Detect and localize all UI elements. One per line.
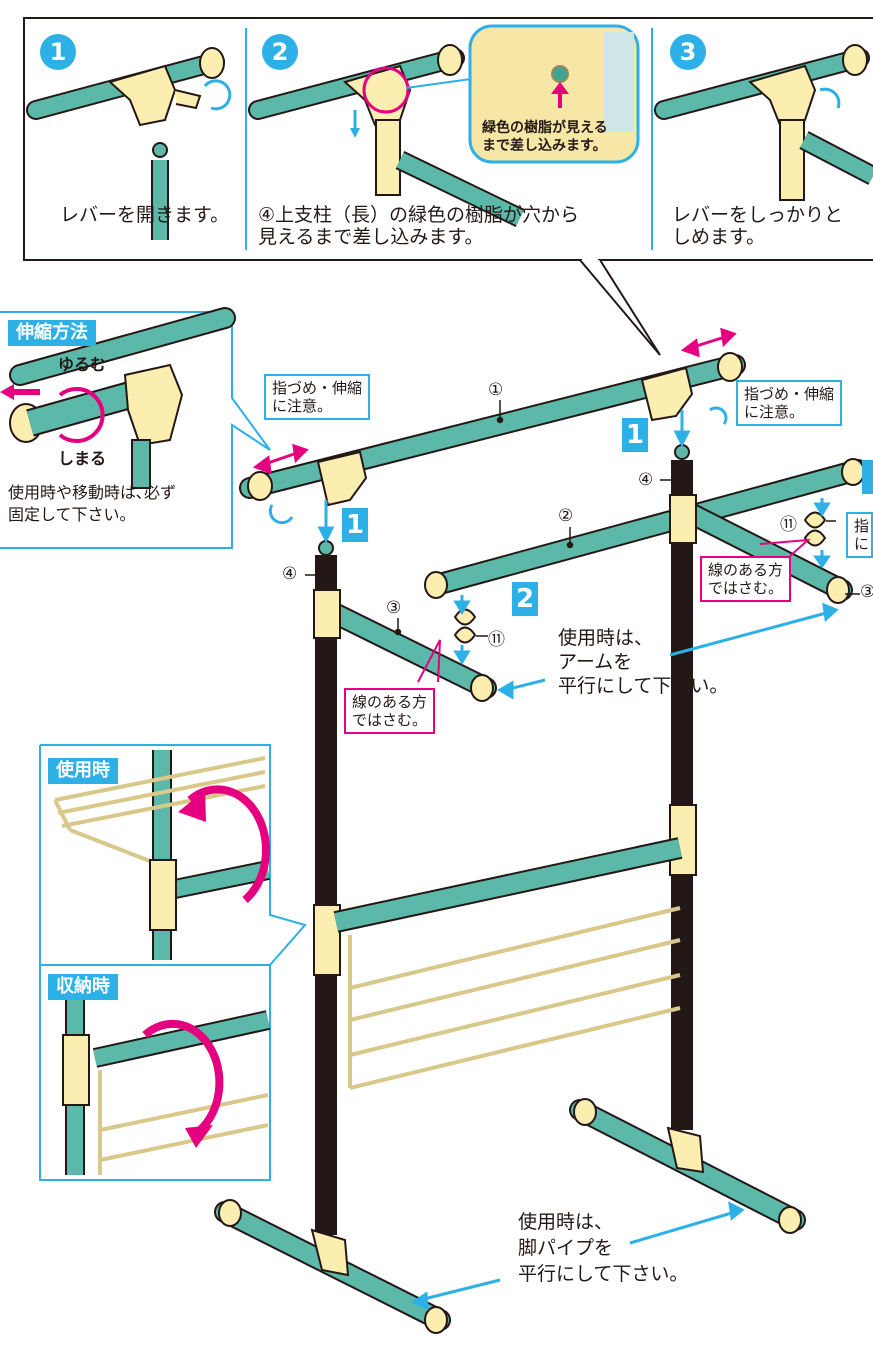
step-square-1-right: 1 (622, 418, 648, 452)
part-4-label-right: ④ (638, 470, 654, 490)
finger-caution-left-line1: 指づめ・伸縮 (272, 379, 363, 397)
part-leaders (305, 400, 860, 637)
finger-caution-right-line2: に注意。 (744, 403, 805, 421)
step-3-caption-line2: しめます。 (672, 226, 766, 248)
clip-note-right: 線のある方 ではさむ。 (700, 556, 792, 602)
step2-zoom (468, 24, 640, 164)
main-rack (214, 352, 869, 1334)
clip-note-left-line1: 線のある方 (352, 693, 428, 711)
step-2-caption-line2: 見えるまで差し込みます。 (258, 226, 484, 248)
finger-caution-cut-line1: 指 (854, 517, 870, 535)
step-1-badge: 1 (40, 34, 76, 70)
finger-caution-right: 指づめ・伸縮 に注意。 (736, 380, 843, 426)
extend-note-line1: 使用時や移動時は､必ず (8, 483, 177, 502)
extend-arrows (252, 327, 737, 475)
store-label: 収納時 (48, 974, 118, 1000)
clip-note-right-line1: 線のある方 (708, 561, 784, 579)
arm-note-line2: アームを (558, 651, 633, 673)
part-4-label-left: ④ (282, 564, 298, 584)
extend-panel-frame (0, 307, 271, 549)
part-11-label-right: ⑪ (780, 515, 797, 535)
zoom-caption-line1: 緑色の樹脂が見える (482, 120, 608, 136)
step-3-badge: 3 (670, 34, 706, 70)
arm-note-line1: 使用時は、 (558, 627, 654, 649)
part-3-label-cut: ③ (860, 582, 873, 602)
step3-drawing (654, 44, 873, 201)
indicator-arrows (268, 406, 839, 1311)
extend-note-line2: 固定して下さい。 (8, 505, 136, 524)
part-2-label: ② (558, 506, 574, 526)
clip-note-left: 線のある方 ではさむ。 (344, 688, 436, 734)
step-square-2: 2 (512, 582, 538, 616)
step-square-cut (862, 460, 873, 494)
leg-note-line2: 脚パイプを (518, 1237, 614, 1259)
step-1-caption: レバーを開きます。 (60, 204, 230, 226)
clip-note-pointers (417, 538, 811, 683)
loosen-label: ゆるむ (58, 355, 107, 374)
finger-caution-cut-line2: に (854, 535, 870, 553)
finger-caution-left-line2: に注意。 (272, 397, 333, 415)
step-square-1-left: 1 (342, 508, 368, 542)
step1-drawing (26, 47, 232, 240)
finger-caution-cut: 指 に (846, 512, 873, 558)
part-3-label: ③ (386, 598, 402, 618)
step-2-caption-line1: ④上支柱（長）の緑色の樹脂が穴から (258, 204, 580, 226)
step2-drawing (248, 44, 525, 228)
leg-note-line1: 使用時は、 (518, 1211, 614, 1233)
use-label: 使用時 (48, 758, 118, 784)
use-store-inset (39, 744, 307, 1181)
step-3-caption-line1: レバーをしっかりと (672, 204, 844, 226)
tighten-label: しまる (58, 449, 107, 468)
part-11-label-left: ⑪ (488, 630, 505, 650)
finger-caution-left: 指づめ・伸縮 に注意。 (264, 374, 371, 420)
zoom-caption-line2: まで差し込みます。 (482, 138, 607, 154)
extend-title: 伸縮方法 (8, 320, 96, 346)
arm-note-line3: 平行にして下さい。 (558, 675, 729, 697)
clip-note-right-line2: ではさむ。 (708, 579, 784, 597)
finger-caution-right-line1: 指づめ・伸縮 (744, 385, 835, 403)
part-1-label: ① (488, 380, 504, 400)
leg-note-line3: 平行にして下さい。 (518, 1263, 689, 1285)
clip-note-left-line2: ではさむ。 (352, 711, 428, 729)
step-2-badge: 2 (262, 34, 298, 70)
